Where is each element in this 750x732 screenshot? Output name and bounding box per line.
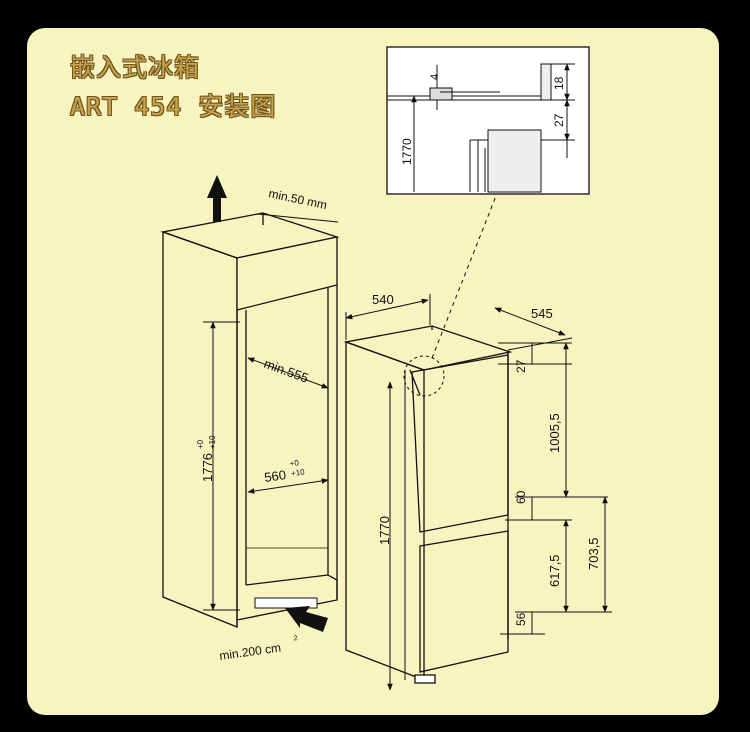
appliance-height-label: 1770 xyxy=(377,516,392,545)
niche-depth-label: min.555 xyxy=(262,356,311,386)
lower-door-label: 617,5 xyxy=(547,554,562,587)
svg-text:+10: +10 xyxy=(208,435,217,449)
svg-text:+0: +0 xyxy=(196,439,205,449)
svg-text:560: 560 xyxy=(263,467,287,485)
svg-text:+10: +10 xyxy=(290,467,305,478)
appliance-width-label: 540 xyxy=(372,292,394,307)
top-gap-label: 27 xyxy=(514,359,528,373)
appliance-depth-label: 545 xyxy=(531,306,553,321)
detail-leader xyxy=(431,195,497,359)
svg-text:2: 2 xyxy=(293,635,298,642)
door-gap-label: 60 xyxy=(514,490,528,504)
appliance-dimensions xyxy=(345,294,612,691)
detail-top-label: 18 xyxy=(552,76,566,90)
airflow-up-arrow xyxy=(207,175,227,222)
vent-area-label: min.200 cm 2 xyxy=(218,635,298,663)
svg-text:+0: +0 xyxy=(289,458,300,468)
page-subtitle: ART 454 安装图 xyxy=(70,92,277,121)
detail-height-label: 1770 xyxy=(400,138,414,165)
detail-callout-circle xyxy=(403,355,445,397)
niche-width-label: 560 +0 +10 xyxy=(263,458,305,485)
niche-height-label: 1776 +0 +10 xyxy=(196,435,217,482)
refrigerator-body xyxy=(343,325,513,684)
svg-text:1776: 1776 xyxy=(200,453,215,482)
detail-view: 4 1770 18 27 xyxy=(386,46,590,195)
upper-door-label: 1005,5 xyxy=(547,413,562,453)
svg-text:min.200 cm: min.200 cm xyxy=(218,640,281,662)
detail-gap-label: 27 xyxy=(552,113,566,127)
lower-total-label: 703,5 xyxy=(586,537,601,570)
niche-cabinet xyxy=(160,212,340,628)
detail-thickness-label: 4 xyxy=(429,74,441,80)
niche-dimensions xyxy=(203,213,339,611)
bottom-gap-label: 56 xyxy=(514,612,528,626)
vent-inlet-arrow xyxy=(285,606,328,632)
niche-top-gap-label: min.50 mm xyxy=(267,186,328,212)
page-title: 嵌入式冰箱 xyxy=(70,53,201,82)
